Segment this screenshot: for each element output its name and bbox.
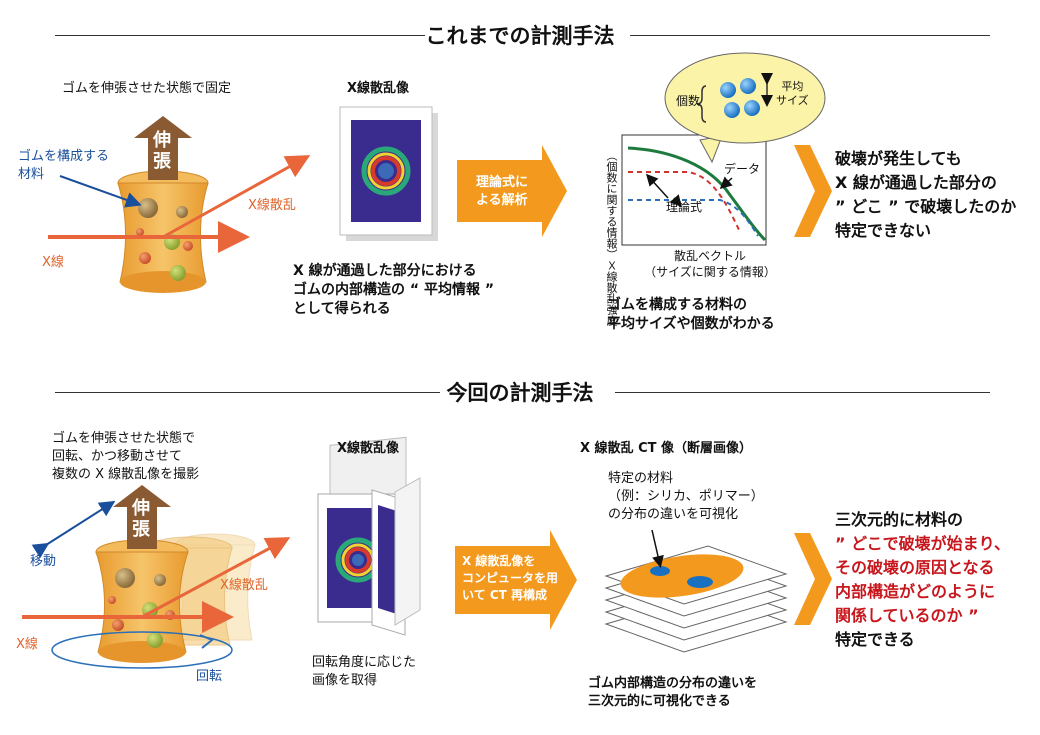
rotation-caption: 回転角度に応じた 画像を取得	[312, 655, 417, 688]
theory-curve-red	[628, 171, 741, 233]
scatter-graph	[621, 134, 767, 246]
result-chevron-bottom	[794, 533, 832, 625]
divider-line	[55, 392, 440, 393]
graph-x-label: 散乱ベクトル （サイズに関する情報）	[644, 249, 776, 279]
xray-scatter-arrow	[141, 537, 291, 619]
stretch-label: 伸 張	[132, 498, 150, 540]
theory-curve-blue	[628, 199, 759, 237]
data-curve	[627, 146, 767, 242]
previous-method-title: これまでの計測手法	[425, 24, 615, 48]
material-pointer	[651, 529, 664, 568]
particle	[183, 241, 193, 251]
rubber-sample-top	[117, 170, 209, 293]
section-title-previous: これまでの計測手法	[40, 20, 1000, 50]
scatter-label: X線散乱	[220, 578, 268, 593]
size-count-bubble	[664, 52, 826, 164]
scatter-image-top	[339, 106, 438, 241]
section-title-current: 今回の計測手法	[40, 377, 1000, 407]
particle	[154, 574, 166, 586]
scatter-image-title: X線散乱像	[347, 81, 410, 96]
graph-caption: ゴムを構成する材料の 平均サイズや個数がわかる	[607, 297, 775, 332]
divider-line	[615, 392, 990, 393]
bubble-size-label: 平均 サイズ	[776, 80, 809, 107]
xray-label: X線	[16, 637, 38, 652]
rotation-arrowhead	[199, 634, 214, 649]
theory-pointer	[645, 173, 669, 199]
stretch-label: 伸 張	[153, 130, 171, 172]
rotation-orbit	[51, 631, 233, 669]
particle	[115, 568, 135, 588]
ct-caption: ゴム内部構造の分布の違いを 三次元的に可視化できる	[588, 676, 758, 709]
scatter-caption: X 線が通過した部分における ゴムの内部構造の “ 平均情報 ” として得られる	[293, 263, 495, 317]
move-label: 移動	[30, 554, 57, 569]
move-arrow	[31, 500, 116, 559]
particle	[176, 206, 188, 218]
particle	[138, 198, 158, 218]
ct-arrow-label: X 線散乱像を コンピュータを用 いて CT 再構成	[462, 554, 559, 602]
particle-icon	[744, 100, 760, 116]
ct-slice-stack	[604, 529, 788, 653]
stretch-arrow-bottom	[113, 485, 171, 549]
particle	[170, 265, 186, 281]
scatter-label: X線散乱	[248, 198, 296, 213]
rubber-sample-bottom	[95, 539, 189, 663]
graph-y-label: （個数に関する情報）Ｘ線散乱強度	[605, 150, 618, 326]
current-method-title: 今回の計測手法	[446, 381, 594, 405]
data-pointer	[719, 176, 733, 190]
ct-reconstruct-arrow	[455, 530, 577, 630]
scatter-image-title-bottom: X線散乱像	[337, 441, 400, 456]
graph-theory-label: 理論式	[666, 200, 703, 214]
result-text-top: 破壊が発生しても X 線が通過した部分の ” どこ ” で破壊したのか 特定でき…	[835, 149, 1017, 240]
particle-icon	[720, 82, 736, 98]
analysis-arrow-label: 理論式に よる解析	[476, 175, 529, 208]
scatter-image-stack	[317, 436, 421, 636]
xray-scatter-arrow	[162, 155, 311, 239]
ct-title: X 線散乱 CT 像（断層画像）	[580, 441, 753, 456]
fixed-caption: ゴムを伸張させた状態で固定	[62, 81, 232, 96]
bottom-caption: ゴムを伸張させた状態で 回転、かつ移動させて 複数の X 線散乱像を撮影	[52, 431, 200, 482]
result-chevron-top	[794, 145, 832, 237]
analysis-arrow-top	[457, 145, 567, 237]
divider-line	[630, 35, 990, 36]
rotate-label: 回転	[196, 669, 223, 684]
particle-icon	[724, 102, 740, 118]
particle-icon	[740, 78, 756, 94]
graph-data-label: データ	[724, 162, 761, 176]
particle	[136, 228, 144, 236]
result-text-bottom: 三次元的に材料の ” どこで破壊が始まり、 その破壊の原因となる 内部構造がどの…	[835, 510, 1010, 649]
xray-label: X線	[42, 255, 64, 270]
material-pointer-arrow	[59, 175, 142, 208]
bubble-count-label: 個数	[676, 94, 701, 108]
theory-pointer	[669, 194, 682, 208]
rubber-material-label: ゴムを構成する 材料	[18, 149, 110, 182]
stretch-arrow-top	[134, 116, 192, 180]
particle	[147, 632, 163, 648]
particle	[108, 596, 116, 604]
particle	[112, 619, 124, 631]
ct-note: 特定の材料 （例：シリカ、ポリマー） の分布の違いを可視化	[608, 471, 764, 522]
divider-line	[55, 35, 425, 36]
particle	[139, 252, 151, 264]
